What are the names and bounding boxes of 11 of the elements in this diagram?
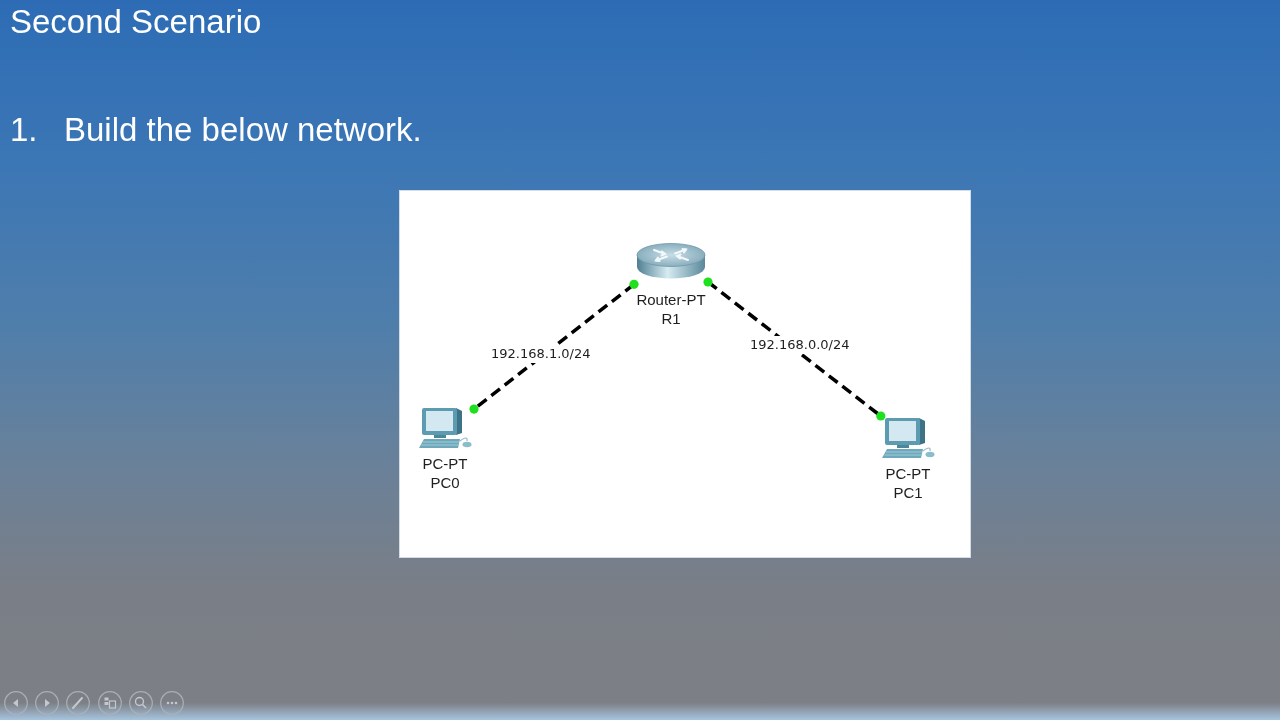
device-name-label: PC0 xyxy=(430,473,460,492)
dashed-link xyxy=(469,279,639,414)
list-number: 1. xyxy=(10,110,38,150)
slide-title: Second Scenario xyxy=(10,2,262,42)
device-model-label: Router-PT xyxy=(636,290,706,309)
instruction-text: Build the below network. xyxy=(64,110,422,150)
device-model-label: PC-PT xyxy=(885,464,931,483)
device-name-label: R1 xyxy=(661,309,681,328)
dashed-link xyxy=(703,277,886,421)
device-model-label: PC-PT xyxy=(422,454,468,473)
device-name-label: PC1 xyxy=(893,483,923,502)
